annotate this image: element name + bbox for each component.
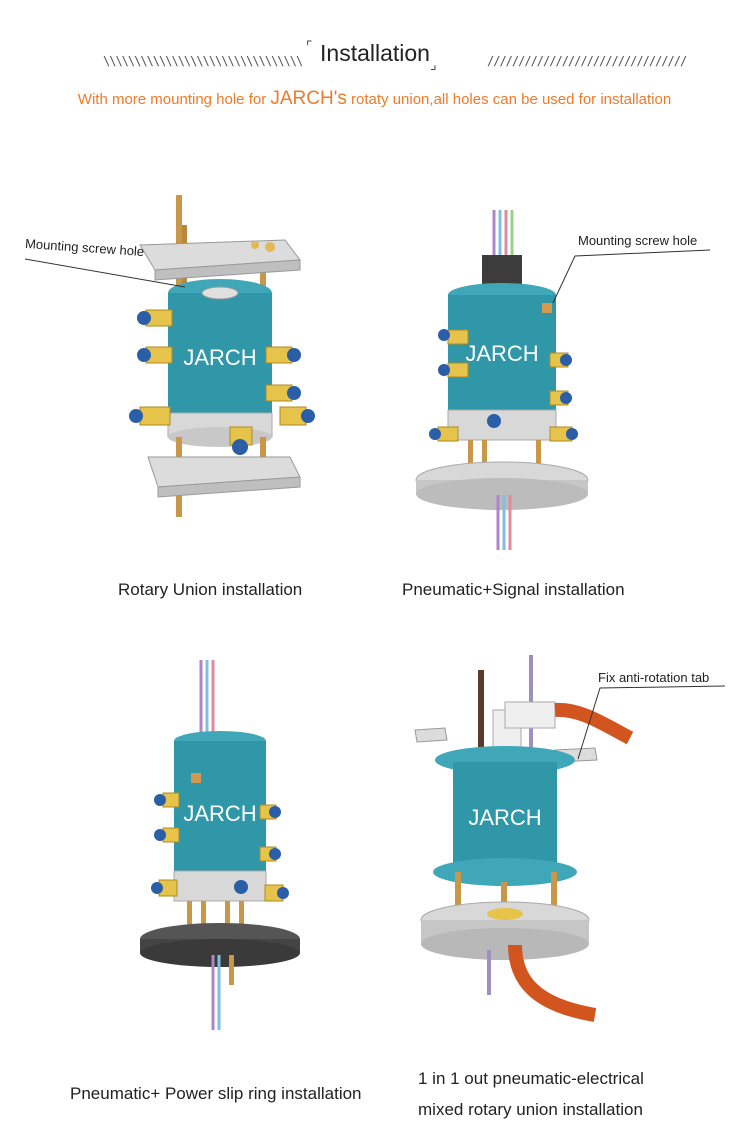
- pneumatic-signal-illustration: JARCH: [415, 210, 589, 550]
- page-subtitle: With more mounting hole for JARCH's rota…: [0, 88, 749, 110]
- rotary-union-illustration: JARCH: [129, 195, 315, 517]
- page-title: Installation: [320, 40, 430, 66]
- panel2-caption: Pneumatic+Signal installation: [402, 580, 625, 599]
- panel4-caption-line1: 1 in 1 out pneumatic-electrical: [418, 1069, 644, 1088]
- right-hatch-decoration: ////////////////////////////////: [487, 54, 687, 68]
- panel4-callout-leader: [577, 685, 726, 760]
- panel4-callout: Fix anti-rotation tab: [598, 670, 710, 685]
- title-bracket-left: ⌜: [306, 38, 313, 54]
- panel1-caption: Rotary Union installation: [118, 580, 303, 599]
- subtitle-text-before: With more mounting hole for: [77, 91, 271, 108]
- pneumatic-electrical-illustration: JARCH: [414, 655, 634, 1022]
- panel4-caption-line2: mixed rotary union installation: [418, 1100, 643, 1119]
- subtitle-brand: JARCH's: [270, 88, 347, 109]
- panel3-caption: Pneumatic+ Power slip ring installation: [70, 1084, 362, 1103]
- panel1-callout-leader: [25, 258, 186, 288]
- pneumatic-power-brand-label: JARCH: [183, 801, 256, 826]
- rotary-union-brand-label: JARCH: [183, 345, 256, 370]
- subtitle-text-after: rotaty union,all holes can be used for i…: [346, 91, 672, 108]
- title-bracket-right: ⌟: [430, 56, 437, 72]
- panel2-callout: Mounting screw hole: [578, 233, 698, 248]
- pneumatic-electrical-brand-label: JARCH: [468, 805, 541, 830]
- left-hatch-decoration: \\\\\\\\\\\\\\\\\\\\\\\\\\\\\\\\: [103, 54, 303, 68]
- panel2-callout-leader: [552, 249, 711, 304]
- pneumatic-signal-brand-label: JARCH: [465, 341, 538, 366]
- pneumatic-power-illustration: JARCH: [140, 660, 300, 1030]
